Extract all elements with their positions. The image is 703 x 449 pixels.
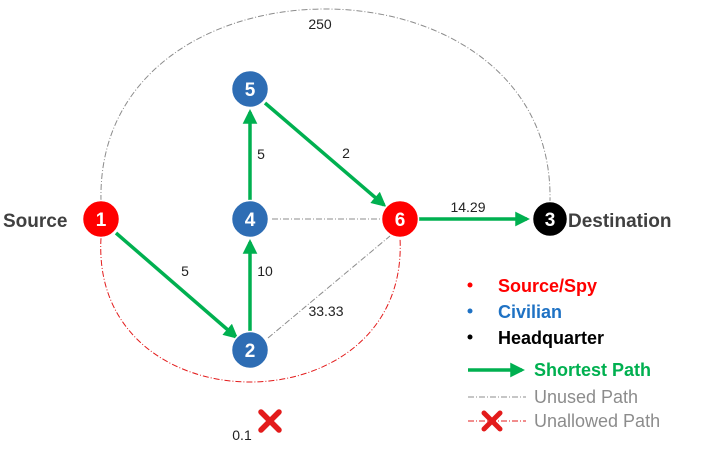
node-5-label: 5 — [245, 80, 256, 101]
edge-4-5-weight: 5 — [257, 146, 265, 162]
edge-2-4-weight: 10 — [257, 263, 273, 279]
legend-unallowed-x-icon — [481, 410, 503, 432]
edge-2-6-weight: 33.33 — [308, 303, 343, 319]
legend-civilian: Civilian — [498, 302, 562, 322]
node-1: 1 — [81, 199, 121, 239]
node-2-label: 2 — [245, 341, 256, 362]
legend-headquarter-dot-icon — [467, 334, 473, 340]
edge-5-6-shortest — [263, 101, 387, 207]
edge-6-3-weight: 14.29 — [450, 199, 485, 215]
edge-1-6-unallowed — [100, 237, 401, 383]
edge-5-6-weight: 2 — [342, 145, 350, 161]
legend-unallowed-path: Unallowed Path — [534, 411, 660, 431]
edge-1-3-unused — [100, 8, 551, 202]
legend: Source/Spy Civilian Headquarter Shortest… — [467, 276, 660, 432]
legend-shortest-path: Shortest Path — [534, 360, 651, 380]
node-3-label: 3 — [545, 210, 556, 231]
node-6: 6 — [380, 199, 420, 239]
edge-1-3-weight: 250 — [308, 16, 332, 32]
edge-1-2-weight: 5 — [181, 263, 189, 279]
node-4-label: 4 — [245, 210, 256, 231]
node-1-label: 1 — [96, 210, 107, 231]
node-4: 4 — [230, 199, 270, 239]
source-caption: Source — [3, 211, 67, 232]
legend-source-dot-icon — [467, 282, 473, 288]
node-5: 5 — [230, 69, 270, 109]
legend-unused-path: Unused Path — [534, 387, 638, 407]
node-2: 2 — [230, 330, 270, 370]
legend-source-spy: Source/Spy — [498, 276, 597, 296]
edge-1-6-weight: 0.1 — [232, 427, 252, 443]
edge-1-2-shortest — [114, 231, 239, 339]
node-3: 3 — [531, 200, 569, 238]
unallowed-x-icon — [258, 409, 282, 433]
legend-civilian-dot-icon — [467, 308, 473, 314]
edge-2-6-unused — [267, 235, 391, 339]
destination-caption: Destination — [568, 211, 671, 232]
node-6-label: 6 — [395, 210, 406, 231]
legend-headquarter: Headquarter — [498, 328, 604, 348]
